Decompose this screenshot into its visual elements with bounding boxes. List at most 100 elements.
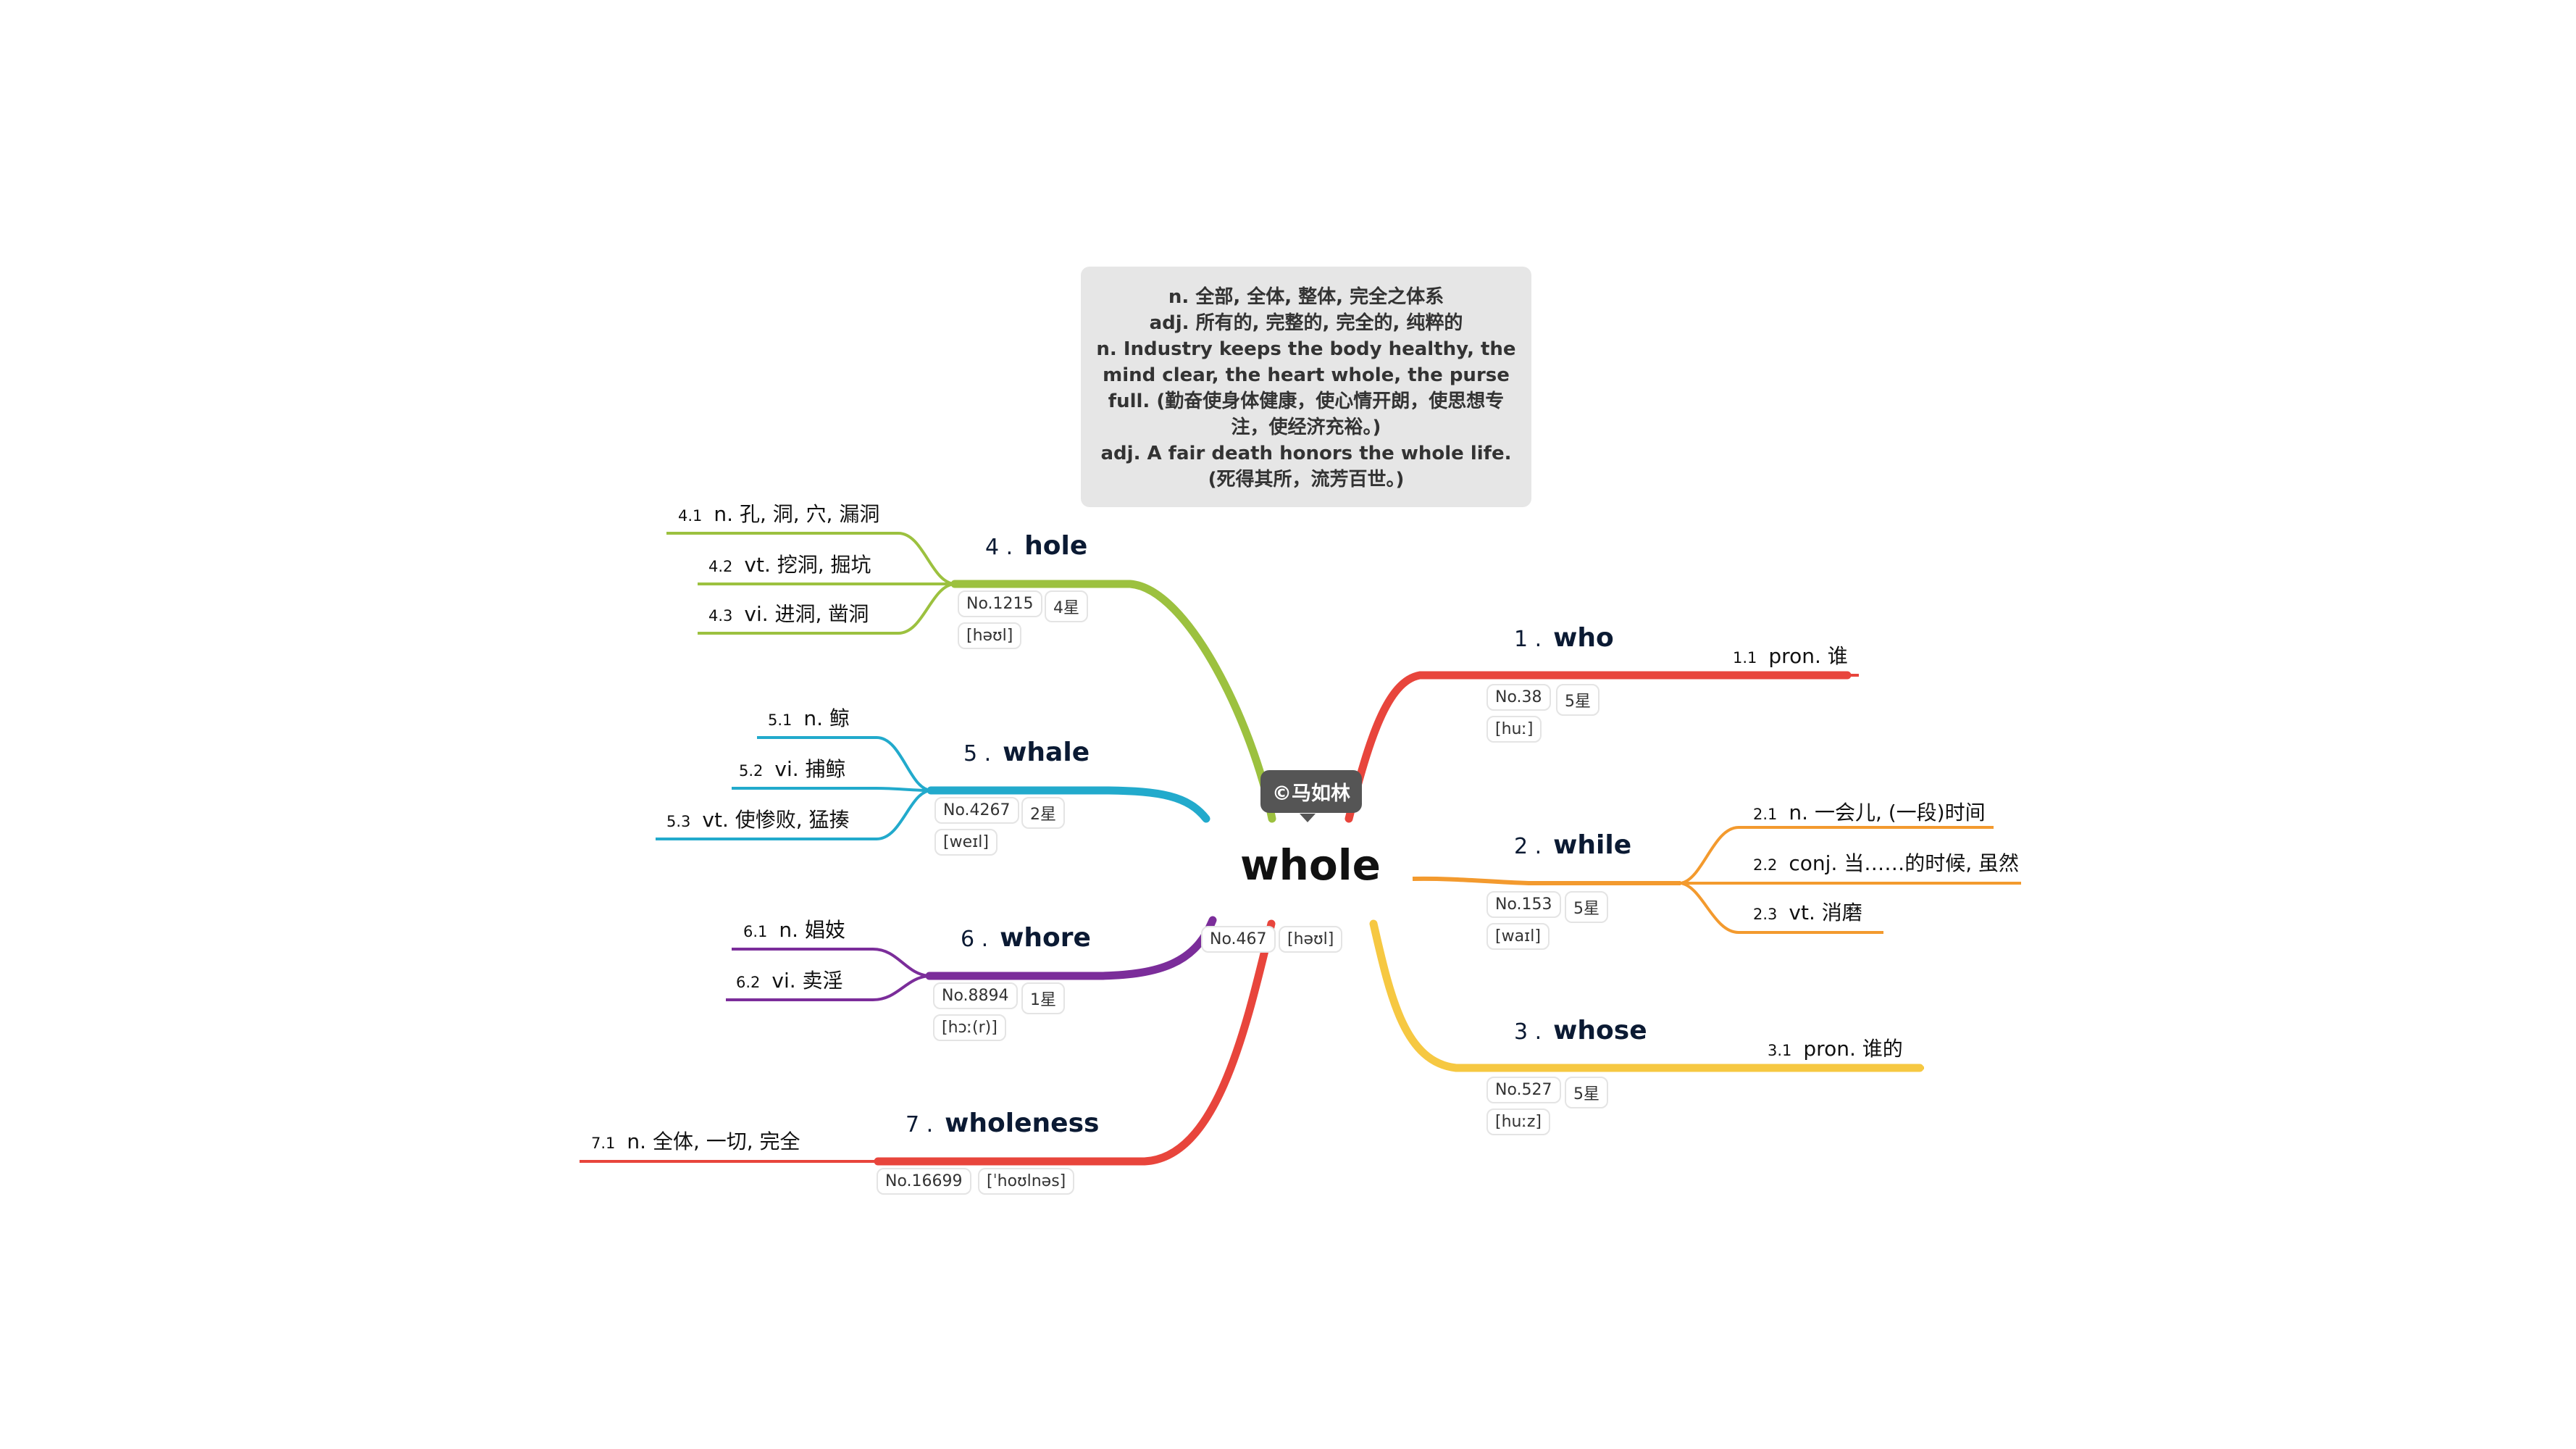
subtopic-number: 5.2: [739, 762, 764, 780]
subtopic-text: n. 一会儿, (一段)时间: [1789, 801, 1986, 824]
branch-number: 5 .: [963, 741, 992, 767]
branch-word: whose: [1553, 1016, 1647, 1045]
subtopic-text: n. 娼妓: [779, 918, 845, 942]
branch-topic-while[interactable]: 2 . while: [1514, 830, 1631, 860]
subtopic-text: vi. 进洞, 凿洞: [744, 602, 869, 626]
subtopic-text: pron. 谁的: [1803, 1037, 1903, 1061]
phonetic-chip: [weɪl]: [934, 829, 998, 856]
branch-word: whore: [1000, 923, 1091, 953]
branch-number: 7 .: [906, 1112, 934, 1137]
subtopic-text: pron. 谁: [1768, 644, 1848, 668]
branch-number: 4 .: [985, 535, 1013, 560]
subtopic-number: 4.3: [708, 607, 733, 625]
connector-hole: [950, 580, 1276, 823]
rank-chip: No.16699: [877, 1168, 971, 1195]
branch-number: 3 .: [1514, 1019, 1542, 1045]
connector-while: [1412, 876, 1681, 885]
phonetic-chip: [ˈhoʊlnəs]: [978, 1168, 1075, 1195]
subtopic-text: vi. 捕鲸: [774, 757, 846, 781]
subtopic-1-1[interactable]: 1.1 pron. 谁: [1733, 640, 1848, 669]
subtopic-number: 5.1: [768, 711, 793, 729]
author-badge: ©马如林: [1260, 770, 1362, 813]
connector-whose: [1369, 919, 1924, 1072]
branch-word: while: [1553, 830, 1632, 860]
subtopic-text: n. 鲸: [803, 706, 850, 730]
subtopic-text: vi. 卖淫: [771, 969, 843, 993]
branch-number: 2 .: [1514, 834, 1542, 859]
phonetic-chip: [həʊl]: [958, 622, 1022, 649]
note-line: n. Industry keeps the body healthy, the …: [1096, 338, 1516, 438]
note-line: adj. 所有的, 完整的, 完全的, 纯粹的: [1149, 312, 1463, 334]
subtopic-text: vt. 挖洞, 掘坑: [744, 553, 871, 577]
phonetic-chip: [huːz]: [1486, 1108, 1551, 1135]
subtopic-text: vt. 消磨: [1789, 901, 1862, 924]
subtopic-number: 4.1: [678, 507, 703, 525]
branch-word: who: [1553, 623, 1614, 653]
rank-chip: No.527: [1486, 1077, 1561, 1103]
star-chip: 2星: [1021, 797, 1065, 829]
branch-number: 6 .: [961, 927, 989, 952]
rank-chip: No.1215: [958, 590, 1042, 617]
definition-note: n. 全部, 全体, 整体, 完全之体系 adj. 所有的, 完整的, 完全的,…: [1081, 267, 1531, 507]
rank-chip: No.8894: [933, 982, 1018, 1009]
rank-chip: No.4267: [934, 797, 1019, 824]
phonetic-chip: [waɪl]: [1486, 923, 1550, 950]
subtopic-text: vt. 使惨败, 猛揍: [702, 808, 850, 832]
note-line: adj. A fair death honors the whole life.…: [1100, 443, 1512, 490]
subtopic-5-3[interactable]: 5.3 vt. 使惨败, 猛揍: [666, 804, 850, 833]
star-chip: 1星: [1021, 982, 1065, 1014]
branch-topic-whale[interactable]: 5 . whale: [963, 738, 1090, 767]
connector-whore-items: [726, 948, 930, 1001]
subtopic-5-1[interactable]: 5.1 n. 鲸: [768, 703, 850, 732]
phonetic-chip: [hɔː(r)]: [933, 1014, 1006, 1041]
central-topic[interactable]: whole: [1240, 840, 1381, 890]
subtopic-number: 1.1: [1733, 649, 1757, 667]
star-chip: 4星: [1045, 590, 1088, 622]
subtopic-number: 2.3: [1753, 906, 1778, 923]
branch-word: whale: [1003, 738, 1090, 767]
connector-whale-items: [656, 736, 932, 840]
subtopic-3-1[interactable]: 3.1 pron. 谁的: [1768, 1033, 1903, 1062]
star-chip: 5星: [1556, 684, 1599, 716]
branch-topic-hole[interactable]: 4 . hole: [985, 531, 1087, 561]
subtopic-text: n. 孔, 洞, 穴, 漏洞: [714, 502, 880, 526]
branch-word: wholeness: [945, 1108, 1100, 1138]
connector-hole-items: [666, 532, 955, 635]
star-chip: 5星: [1565, 891, 1608, 923]
subtopic-4-2[interactable]: 4.2 vt. 挖洞, 掘坑: [708, 549, 871, 578]
rank-chip: No.38: [1486, 684, 1551, 711]
branch-word: hole: [1024, 531, 1088, 561]
star-chip: 5星: [1565, 1077, 1608, 1108]
central-number-chip: No.467: [1201, 926, 1276, 953]
author-badge-tail: [1300, 814, 1316, 822]
branch-number: 1 .: [1514, 627, 1542, 652]
branch-topic-whose[interactable]: 3 . whose: [1514, 1016, 1647, 1045]
subtopic-number: 4.2: [708, 558, 733, 575]
subtopic-number: 2.2: [1753, 856, 1778, 874]
connector-wholeness: [874, 919, 1276, 1166]
subtopic-4-3[interactable]: 4.3 vi. 进洞, 凿洞: [708, 598, 869, 627]
note-line: n. 全部, 全体, 整体, 完全之体系: [1168, 286, 1444, 308]
subtopic-number: 6.2: [736, 974, 761, 991]
subtopic-5-2[interactable]: 5.2 vi. 捕鲸: [739, 753, 846, 782]
subtopic-2-3[interactable]: 2.3 vt. 消磨: [1753, 897, 1862, 926]
rank-chip: No.153: [1486, 891, 1561, 918]
connector-while-items: [1680, 826, 2021, 934]
subtopic-6-2[interactable]: 6.2 vi. 卖淫: [736, 965, 843, 994]
subtopic-number: 5.3: [666, 813, 691, 830]
branch-topic-wholeness[interactable]: 7 . wholeness: [906, 1108, 1099, 1138]
central-phonetic-chip: [həʊl]: [1279, 926, 1343, 953]
phonetic-chip: [huː]: [1486, 716, 1542, 743]
branch-topic-who[interactable]: 1 . who: [1514, 623, 1614, 653]
subtopic-4-1[interactable]: 4.1 n. 孔, 洞, 穴, 漏洞: [678, 498, 879, 527]
connector-whale: [927, 786, 1210, 823]
subtopic-number: 7.1: [591, 1135, 616, 1152]
branch-topic-whore[interactable]: 6 . whore: [961, 923, 1091, 953]
subtopic-number: 3.1: [1768, 1042, 1792, 1059]
